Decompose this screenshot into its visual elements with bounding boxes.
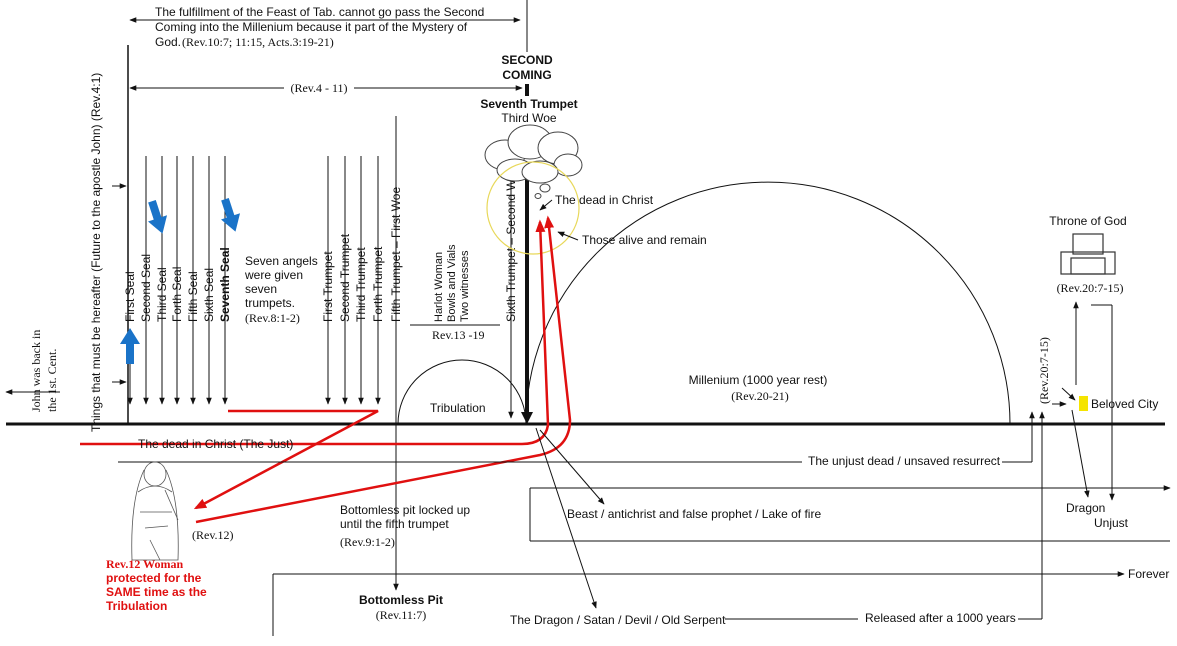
trumpet-label-3: Third Trumpet bbox=[354, 247, 368, 322]
alive-remain-label: Those alive and remain bbox=[582, 233, 707, 247]
trumpet-label-4: Forth Trumpet bbox=[371, 246, 385, 322]
throne-icon bbox=[1060, 233, 1116, 275]
harlot-label-1: Harlot Woman bbox=[433, 252, 445, 322]
unjust-dead-bg bbox=[802, 452, 1002, 468]
cloud bbox=[484, 124, 583, 199]
woman-note-l3: SAME time as the bbox=[106, 585, 207, 599]
dead-in-christ-pointer bbox=[539, 199, 553, 211]
seal-label-4: Forth Seal bbox=[170, 267, 184, 322]
seal-label-2: Second Seal bbox=[139, 254, 153, 322]
things-hereafter-label: Things that must be hereafter (Future to… bbox=[89, 73, 103, 432]
red-path-woman bbox=[195, 215, 572, 524]
millenium-label-1: Millenium (1000 year rest) bbox=[689, 373, 828, 387]
john-back-line1: John was back in bbox=[29, 330, 43, 412]
rev4-11-bg bbox=[284, 80, 354, 96]
seven-angels-l1: Seven angels bbox=[245, 254, 318, 268]
tribulation-label: Tribulation bbox=[430, 401, 486, 415]
rev12-label: (Rev.12) bbox=[192, 528, 234, 542]
second-coming-label-2: COMING bbox=[502, 68, 551, 82]
forever-label: Forever bbox=[1128, 567, 1169, 581]
second-coming-label-1: SECOND bbox=[501, 53, 553, 67]
woman-figure bbox=[131, 461, 179, 561]
bottomless-locked-ref: (Rev.9:1-2) bbox=[340, 535, 395, 549]
fifth-trumpet-rest: – First Woe bbox=[389, 187, 403, 252]
blue-arrow-seventh-seal bbox=[221, 198, 241, 232]
blue-arrow-third-seal bbox=[148, 200, 168, 234]
beloved-to-dragon bbox=[1071, 409, 1090, 498]
harlot-label-2: Bowls and Vials bbox=[446, 244, 458, 322]
rev4-11-label: (Rev.4 - 11) bbox=[290, 81, 347, 95]
john-back-line2: the 1st. Cent. bbox=[45, 349, 59, 412]
title-note-line3b: (Rev.10:7; 11:15, Acts.3:19-21) bbox=[182, 35, 334, 49]
unjust-right-label: Unjust bbox=[1094, 516, 1129, 530]
dragon-satan-label: The Dragon / Satan / Devil / Old Serpent bbox=[510, 613, 726, 627]
harlot-label-3: Two witnesses bbox=[459, 250, 471, 322]
title-note-line3a: God. bbox=[155, 35, 181, 49]
throne-ref: (Rev.20:7-15) bbox=[1057, 281, 1124, 295]
bottomless-pit-ref: (Rev.11:7) bbox=[376, 608, 426, 622]
millenium-label-2: (Rev.20-21) bbox=[731, 389, 789, 403]
seals-group: First Seal Second Seal Third Seal Forth … bbox=[123, 156, 232, 405]
seal-label-7: Seventh Seal bbox=[218, 247, 232, 322]
red-path-seventh-seal bbox=[193, 409, 379, 510]
seal-label-5: Fifth Seal bbox=[186, 271, 200, 322]
beloved-city-marker bbox=[1079, 396, 1088, 411]
third-woe-label: Third Woe bbox=[501, 111, 556, 125]
seven-angels-l2: were given bbox=[244, 268, 303, 282]
bottomless-pit-label: Bottomless Pit bbox=[359, 593, 443, 607]
blue-arrow-first-seal bbox=[120, 328, 140, 364]
seal-label-1: First Seal bbox=[123, 271, 137, 322]
fifth-trumpet-label: Fifth Trumpet – First Woe bbox=[389, 187, 403, 322]
released-label: Released after a 1000 years bbox=[865, 611, 1016, 625]
seven-angels-l4: trumpets. bbox=[245, 296, 295, 310]
seal-label-3: Third Seal bbox=[155, 267, 169, 322]
bottomless-locked-1: Bottomless pit locked up bbox=[340, 503, 470, 517]
dead-just-label: The dead in Christ (The Just) bbox=[138, 437, 293, 451]
beast-pointer bbox=[539, 429, 605, 505]
unjust-dead-label: The unjust dead / unsaved resurrect bbox=[808, 454, 1001, 468]
bottomless-locked-2: until the fifth trumpet bbox=[340, 517, 449, 531]
dead-in-christ-label: The dead in Christ bbox=[555, 193, 654, 207]
rev13-19-label: Rev.13 -19 bbox=[432, 328, 485, 342]
seventh-trumpet-label: Seventh Trumpet bbox=[480, 97, 577, 111]
seven-angels-l5: (Rev.8:1-2) bbox=[245, 311, 300, 325]
trumpet-label-2: Second Trumpet bbox=[338, 233, 352, 322]
rev20-vertical-label: (Rev.20:7-15) bbox=[1037, 337, 1051, 404]
rapture-circle bbox=[486, 161, 580, 255]
sixth-trumpet-label: Sixth Trumpet – Second Woe bbox=[504, 166, 518, 322]
second-coming-arrowhead bbox=[521, 412, 533, 424]
alive-remain-pointer bbox=[557, 231, 579, 241]
throne-label: Throne of God bbox=[1049, 214, 1126, 228]
trumpets-group: First Trumpet Second Trumpet Third Trump… bbox=[321, 156, 385, 405]
woman-note-l2: protected for the bbox=[106, 571, 202, 585]
tribulation-arc bbox=[397, 359, 527, 425]
dragon-right-label: Dragon bbox=[1066, 501, 1105, 515]
seal-label-6: Sixth Seal bbox=[202, 268, 216, 322]
beast-label: Beast / antichrist and false prophet / L… bbox=[567, 507, 821, 521]
released-bg bbox=[858, 609, 1018, 625]
seven-angels-l3: seven bbox=[245, 282, 277, 296]
title-note-line2: Coming into the Millenium because it par… bbox=[155, 20, 468, 34]
dragon-pointer bbox=[535, 427, 597, 609]
fifth-trumpet-bold: Fifth Trumpet bbox=[389, 251, 403, 322]
title-note-line1: The fulfillment of the Feast of Tab. can… bbox=[155, 5, 484, 19]
millenium-arc bbox=[525, 181, 1011, 425]
trumpet-label-1: First Trumpet bbox=[321, 251, 335, 322]
arrow-to-beloved bbox=[1061, 387, 1076, 401]
woman-note-l4: Tribulation bbox=[106, 599, 167, 613]
beloved-city-label: Beloved City bbox=[1091, 397, 1158, 411]
woman-note-l1: Rev.12 Woman bbox=[106, 557, 183, 571]
